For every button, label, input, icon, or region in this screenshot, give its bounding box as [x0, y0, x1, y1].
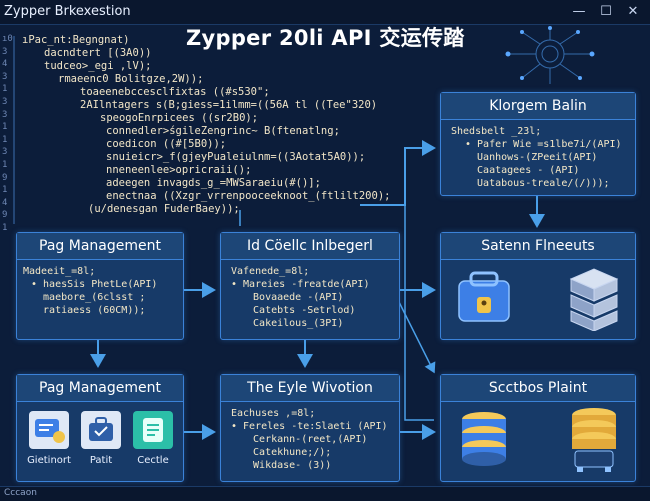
document-icon — [143, 418, 163, 442]
code-line: connedler>́sgileZengrinc~ B(ftenatlng; — [106, 125, 340, 137]
code-line: rmaeenc0 Bolitgze,2W)); — [58, 73, 204, 85]
box-header: Pag Management — [17, 375, 183, 402]
code-line: snuieicr>_f(gjeyPualeiulnm=((3Aotat5A0))… — [106, 151, 366, 163]
klorgem-balin-box[interactable]: Klorgem Balin Shedsbelt _23l; • Pafer Wi… — [440, 92, 636, 196]
line-number: 1 — [2, 223, 8, 233]
server-stack-icon — [569, 268, 619, 331]
code-line: coedicon ((#[5B0)); — [106, 138, 227, 150]
code-line: 2AIlntagers s(B;giess=1ilmm=((56A tl ((T… — [80, 99, 378, 111]
line-number: ı0 — [2, 34, 13, 44]
line-number: 1 — [2, 134, 8, 145]
line-number: 3 — [2, 71, 8, 82]
status-text: Cccaon — [4, 488, 37, 498]
maximize-button[interactable]: ☐ — [600, 4, 612, 19]
window-titlebar: Zypper Brkexestion — ☐ ✕ — [0, 0, 650, 25]
box-line: • Mareies -freatde(API) — [231, 279, 370, 290]
close-button[interactable]: ✕ — [627, 4, 639, 19]
satenn-flneeuts-box[interactable]: Satenn Flneeuts — [440, 232, 636, 340]
line-number: 3 — [2, 97, 8, 107]
box-line: Caatagees - (API) — [465, 165, 580, 176]
id-coellc-box[interactable]: Id Cöellc Inlbegerl Vafenede_=8l; • Mare… — [220, 232, 400, 340]
cectle-tile[interactable] — [133, 411, 173, 449]
line-number: 1 — [2, 160, 8, 170]
code-line: toaeenebccesclfixtas ((#s530"; — [80, 86, 270, 98]
box-line: • haesSis PhetLe(API) — [31, 279, 158, 290]
line-number: 3 — [2, 109, 8, 120]
scctbos-plaint-box[interactable]: Scctbos Plaint — [440, 374, 636, 482]
box-line: Cakeilous_(3PI) — [241, 318, 344, 329]
window-title: Zypper Brkexestion — [4, 4, 131, 19]
minimize-button[interactable]: — — [572, 4, 586, 19]
code-line: tudceo>_egi ,lV); — [44, 60, 152, 72]
code-line: enectnaa ((Xzgr_vrrenpooceeknoot_(ftlilt… — [106, 190, 391, 202]
patit-tile[interactable] — [81, 411, 121, 449]
diagram-title: Zypper 20li API 交运传踏 — [186, 26, 465, 50]
box-header: Klorgem Balin — [441, 93, 635, 120]
eyle-wivotion-box[interactable]: The Eyle Wivotion Eachuses ,=8l; • Ferel… — [220, 374, 400, 482]
line-number: 1 — [2, 84, 8, 95]
line-number: 1 — [2, 185, 8, 196]
box-header: Scctbos Plaint — [441, 375, 635, 402]
box-body: Eachuses ,=8l; • Fereles -te:Slaeti (API… — [227, 407, 395, 498]
pag-management-box[interactable]: Pag Management Madeeit_=8l; • haesSis Ph… — [16, 232, 184, 340]
database-icon — [462, 412, 506, 466]
tile-caption: Patit — [89, 455, 113, 466]
box-line: Madeeit_=8l; — [23, 266, 96, 277]
box-body: Shedsbelt _23l; • Pafer Wie =s1lbe7i/(AP… — [447, 125, 631, 216]
box-line: Catekhune;/); — [241, 447, 332, 458]
box-line: Eachuses ,=8l; — [231, 408, 316, 419]
box-line: Vafenede_=8l; — [231, 266, 310, 277]
code-line: (u/denesgan FuderBaey)); — [88, 203, 240, 215]
code-line: adeegen invagds_g_=MWSaraeiu(#()]; — [106, 177, 321, 189]
code-line: nneneenlee>opricraii(); — [106, 164, 252, 176]
status-bar: Cccaon — [0, 486, 650, 501]
line-number: 9 — [2, 172, 8, 183]
line-number: 3 — [2, 147, 8, 158]
toolbox-icon — [458, 271, 510, 322]
network-graphic-icon — [505, 26, 595, 84]
id-card-icon — [35, 419, 65, 443]
tile-caption: Gietinort — [27, 455, 71, 466]
client-tile[interactable] — [29, 411, 69, 449]
code-line: dacndtert [(3A0)) — [44, 47, 152, 59]
line-number: 3 — [2, 46, 8, 57]
box-header: The Eyle Wivotion — [221, 375, 399, 402]
box-line: Catebts -Setrlod) — [241, 305, 356, 316]
pag-management-tools-box[interactable]: Pag Management Gietinort Patit Cectle — [16, 374, 184, 482]
line-number: 4 — [2, 59, 8, 70]
box-line: Wikdase- (3)) — [241, 460, 332, 471]
box-line: • Fereles -te:Slaeti (API) — [231, 421, 388, 432]
box-body: Madeeit_=8l; • haesSis PhetLe(API) maebo… — [23, 265, 179, 343]
box-header: Satenn Flneeuts — [441, 233, 635, 260]
box-header: Pag Management — [17, 233, 183, 260]
code-line: ıPac_nt:Begngnat) — [22, 34, 130, 46]
database-server-icon — [572, 408, 616, 472]
box-line: maebore_(6clsst ; — [31, 292, 146, 303]
box-line: ratiaess (60CM)); — [31, 305, 146, 316]
box-line: Uatabous-treale/(/))); — [465, 178, 610, 189]
line-number: 9 — [2, 210, 8, 221]
tile-caption: Cectle — [137, 455, 169, 466]
line-number: 4 — [2, 197, 8, 208]
box-header: Id Cöellc Inlbegerl — [221, 233, 399, 260]
code-listing: ıPac_nt:Begngnat) dacndtert [(3A0)) tudc… — [0, 0, 420, 230]
box-line: Uanhows-(ZPeeit(API) — [465, 152, 598, 163]
box-line: • Pafer Wie =s1lbe7i/(API) — [465, 139, 622, 150]
briefcase-icon — [89, 417, 113, 441]
box-line: Cerkann-(reet,(API) — [241, 434, 368, 445]
code-line: speogoEnrpicees ((sr2B0); — [100, 112, 259, 124]
box-line: Shedsbelt _23l; — [451, 126, 542, 137]
box-body: Vafenede_=8l; • Mareies -freatde(API) Bo… — [227, 265, 395, 356]
box-line: Bovaaede -(API) — [241, 292, 344, 303]
line-number: 1 — [2, 122, 8, 133]
